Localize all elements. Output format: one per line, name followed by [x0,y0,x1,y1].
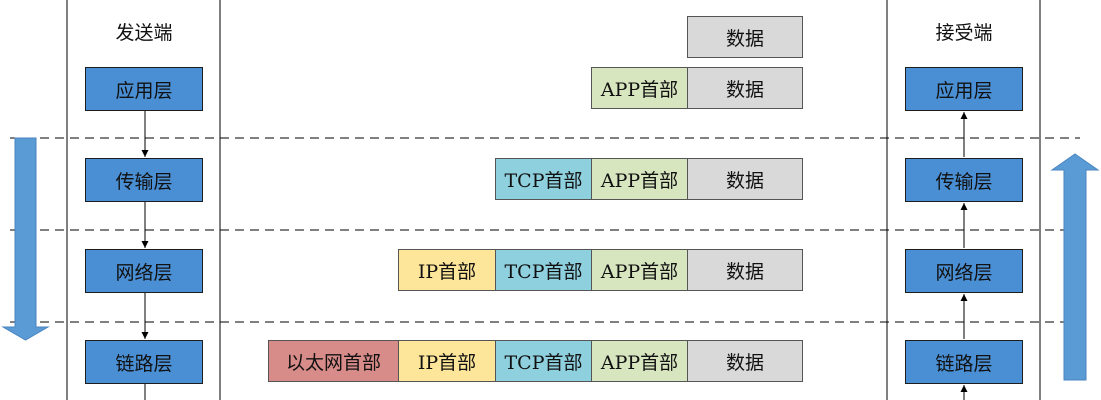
sender-layer-link: 链路层 [85,340,203,384]
receiver-layer-application: 应用层 [905,67,1023,111]
packet-data-segment: 数据 [687,16,803,58]
sender-panel [66,0,221,400]
packet-data-segment: 数据 [687,67,803,109]
packet-data-segment: 数据 [687,340,803,382]
receiver-layer-network: 网络层 [905,249,1023,293]
sender-layer-network: 网络层 [85,249,203,293]
receiver-panel [886,0,1041,400]
sender-title: 发送端 [115,21,173,44]
packet-app-header: APP首部 [591,340,688,382]
packet-app-header: APP首部 [591,249,688,291]
big-down-arrow [1,137,50,341]
packet-ip-header: IP首部 [398,340,496,382]
packet-ethernet-header: 以太网首部 [268,340,399,382]
receiver-layer-transport: 传输层 [905,158,1023,202]
packet-tcp-header: TCP首部 [495,340,592,382]
packet-tcp-header: TCP首部 [495,158,592,200]
packet-data-segment: 数据 [687,249,803,291]
sender-layer-application: 应用层 [85,67,203,111]
receiver-layer-link: 链路层 [905,340,1023,384]
packet-app-header: APP首部 [591,67,688,109]
packet-tcp-header: TCP首部 [495,249,592,291]
sender-layer-transport: 传输层 [85,158,203,202]
packet-ip-header: IP首部 [398,249,496,291]
big-up-arrow [1050,153,1100,381]
packet-app-header: APP首部 [591,158,688,200]
receiver-title: 接受端 [935,21,993,44]
packet-data-segment: 数据 [687,158,803,200]
